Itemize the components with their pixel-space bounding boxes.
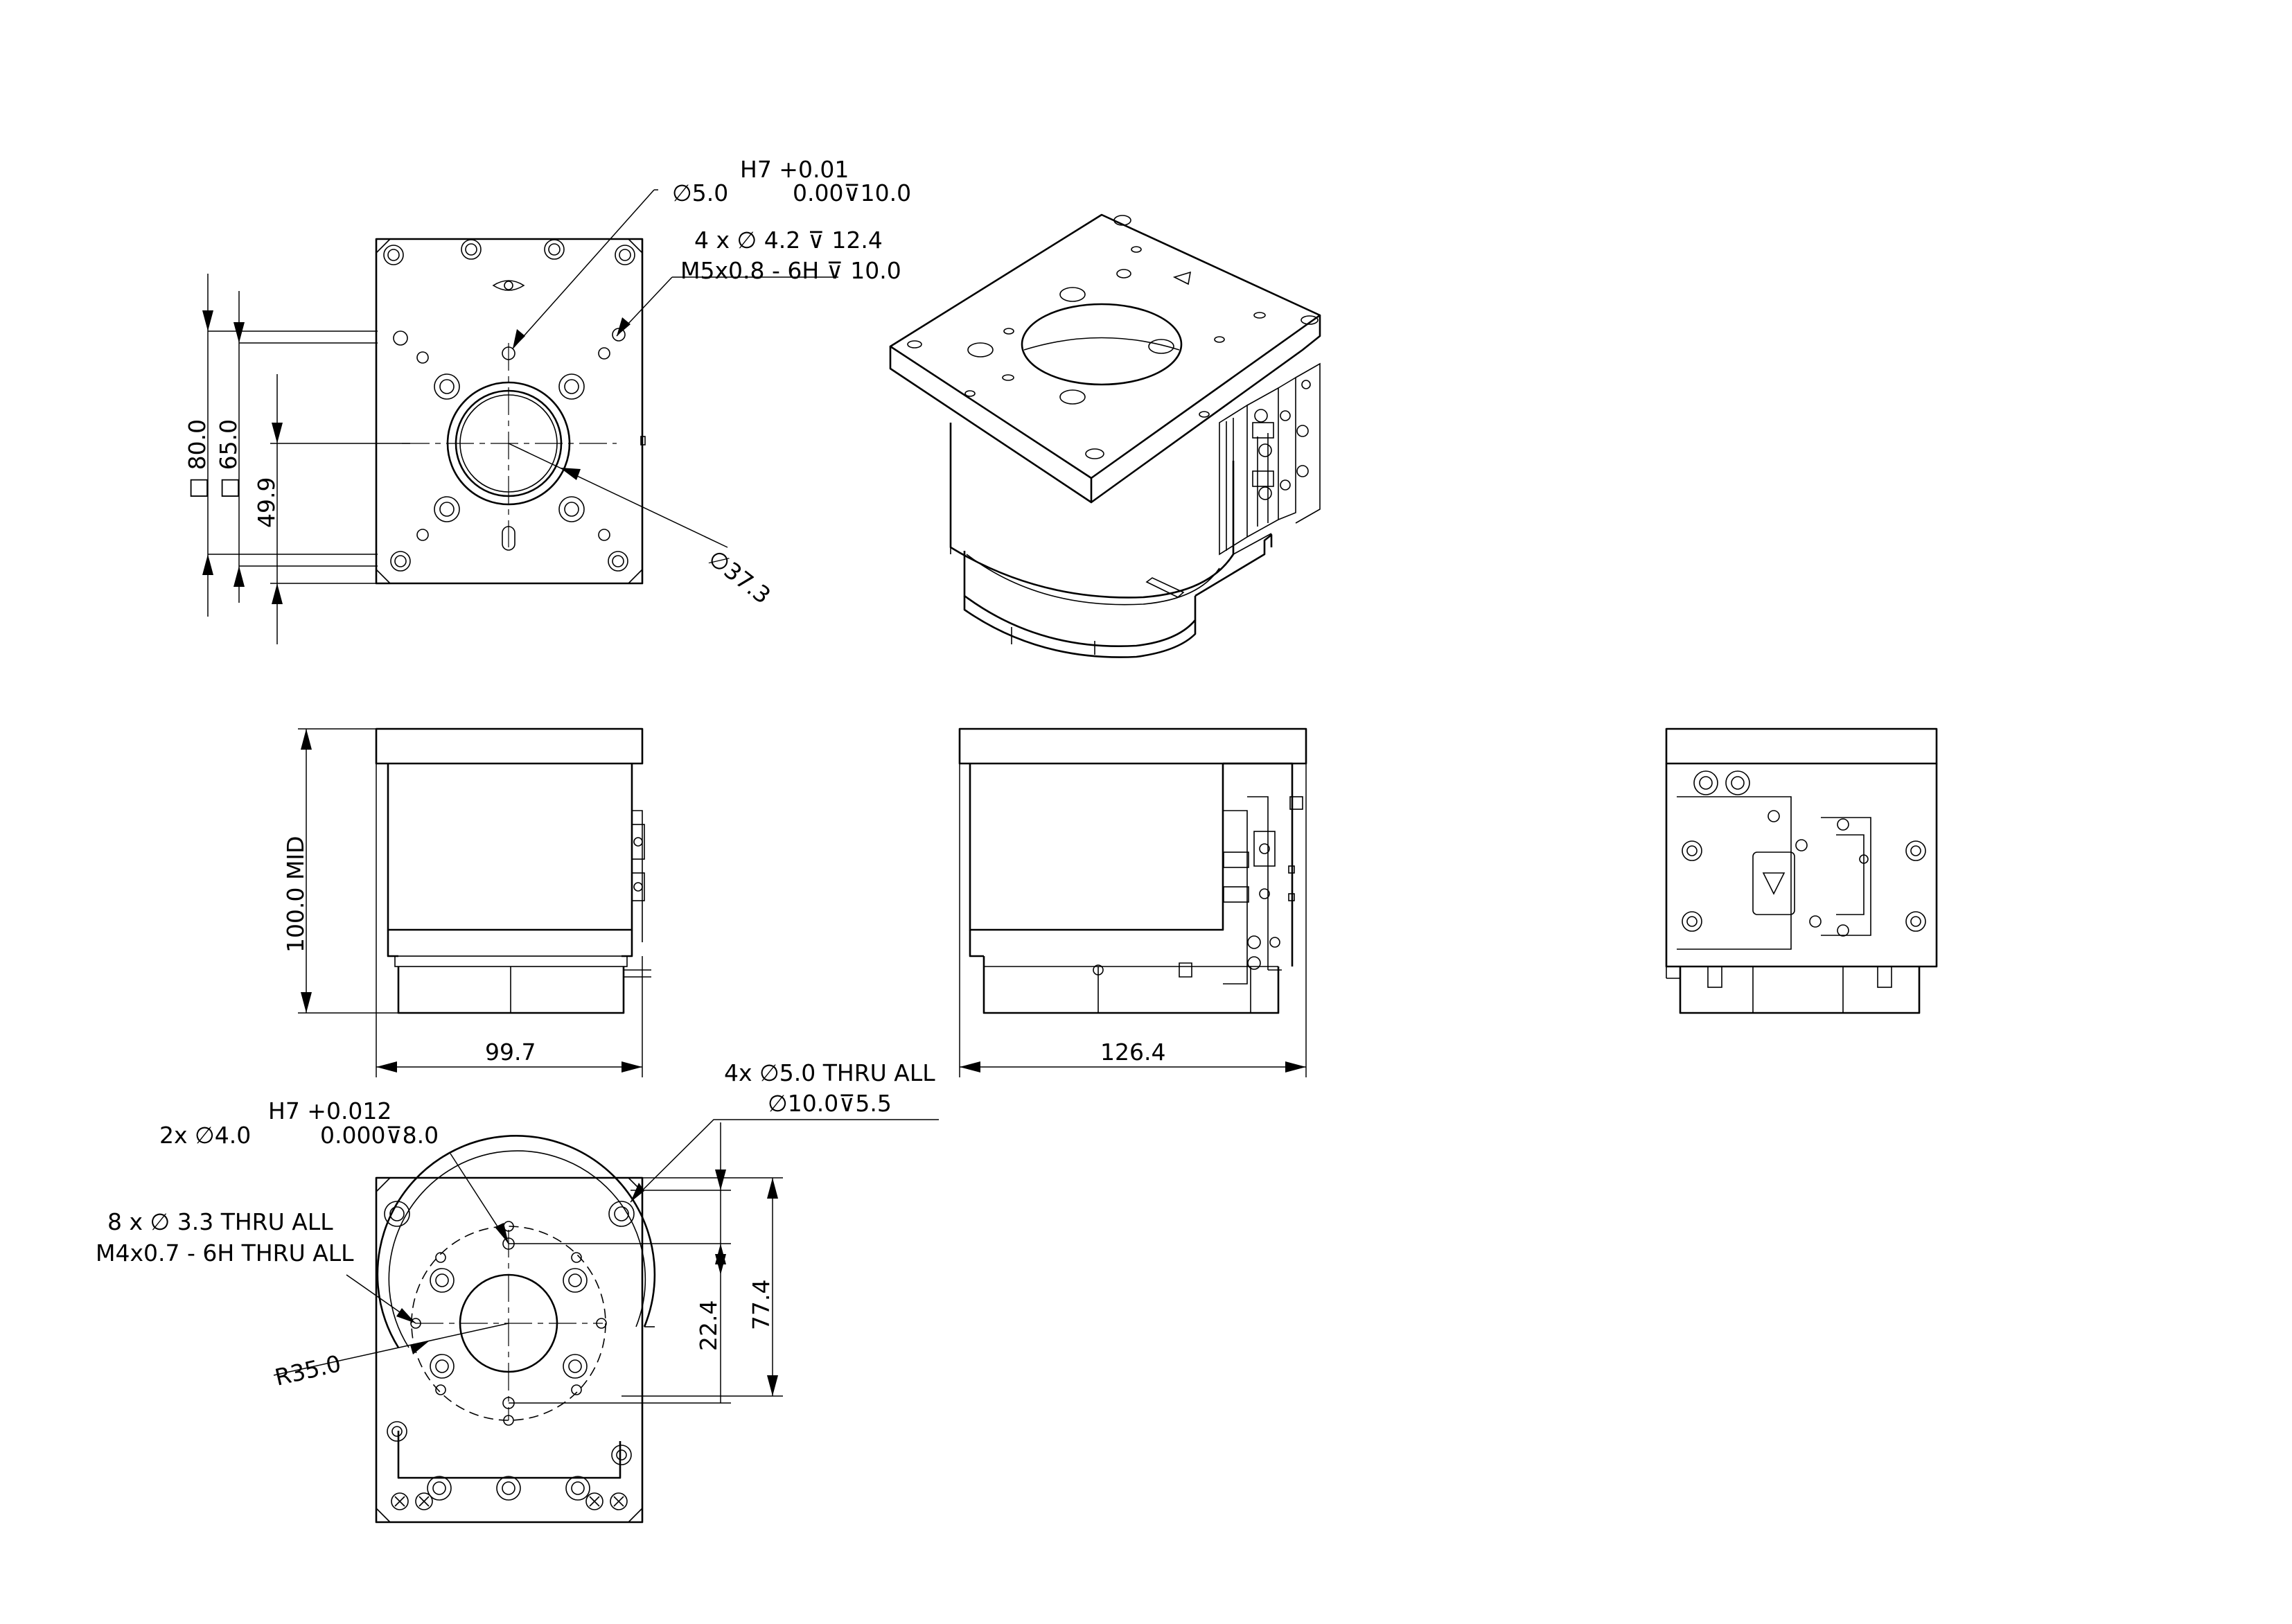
bore-tol-label: 0.00⊽10.0 bbox=[793, 179, 911, 206]
iso-top-plate bbox=[889, 213, 1321, 479]
width-label: 99.7 bbox=[485, 1039, 536, 1066]
bottom-view-dimensions bbox=[273, 1119, 939, 1404]
bore-dia-label: ∅5.0 bbox=[672, 179, 728, 206]
dim-49-9-label: 49.9 bbox=[253, 477, 280, 528]
top-plate-outline bbox=[375, 238, 644, 585]
pin-fit-label: H7 +0.012 bbox=[268, 1097, 391, 1124]
pin-tol-label: 0.000⊽8.0 bbox=[320, 1122, 439, 1149]
bolt-circle bbox=[411, 1226, 606, 1421]
top-view-dimensions bbox=[202, 189, 838, 644]
clearance-holes-label: 8 x ∅ 3.3 THRU ALL bbox=[107, 1208, 333, 1235]
thread-spec-label: M5x0.8 - 6H ⊽ 10.0 bbox=[680, 257, 901, 284]
side-width-label: 126.4 bbox=[1100, 1039, 1165, 1066]
side-view-dimensions bbox=[959, 762, 1307, 1077]
dim-77-4-label: 77.4 bbox=[748, 1280, 775, 1330]
thru-holes-label: 4x ∅5.0 THRU ALL bbox=[724, 1059, 935, 1086]
hole-spec-label: 4 x ∅ 4.2 ⊽ 12.4 bbox=[694, 227, 883, 254]
top-view: H7 +0.01 ∅5.0 0.00⊽10.0 4 x ∅ 4.2 ⊽ 12.4… bbox=[184, 156, 911, 644]
side-view: 126.4 bbox=[958, 727, 1307, 1077]
iso-aperture bbox=[1021, 303, 1183, 386]
bottom-plate-outline bbox=[375, 1176, 644, 1524]
height-label: 100.0 MID bbox=[282, 836, 309, 953]
bolt-radius-label: R35.0 bbox=[272, 1350, 344, 1391]
aperture-dia-label: ∅37.3 bbox=[703, 545, 776, 610]
square-80-label: □ 80.0 bbox=[184, 419, 211, 499]
top-plate-holes bbox=[383, 239, 635, 572]
front-view-dimensions bbox=[298, 728, 643, 1077]
dim-22-4-label: 22.4 bbox=[695, 1300, 722, 1351]
bore-fit-label: H7 +0.01 bbox=[740, 156, 849, 183]
square-65-label: □ 65.0 bbox=[215, 419, 242, 499]
pin-holes-label: 2x ∅4.0 bbox=[159, 1122, 251, 1149]
cbore-label: ∅10.0⊽5.5 bbox=[768, 1090, 892, 1117]
bottom-view: 4x ∅5.0 THRU ALL ∅10.0⊽5.5 H7 +0.012 2x … bbox=[96, 1059, 939, 1524]
bottom-screws bbox=[391, 1492, 628, 1510]
rear-view bbox=[1665, 727, 1938, 1014]
front-view: 100.0 MID 99.7 bbox=[282, 727, 651, 1077]
tapped-holes-label: M4x0.7 - 6H THRU ALL bbox=[96, 1239, 354, 1266]
isometric-view bbox=[889, 213, 1321, 658]
